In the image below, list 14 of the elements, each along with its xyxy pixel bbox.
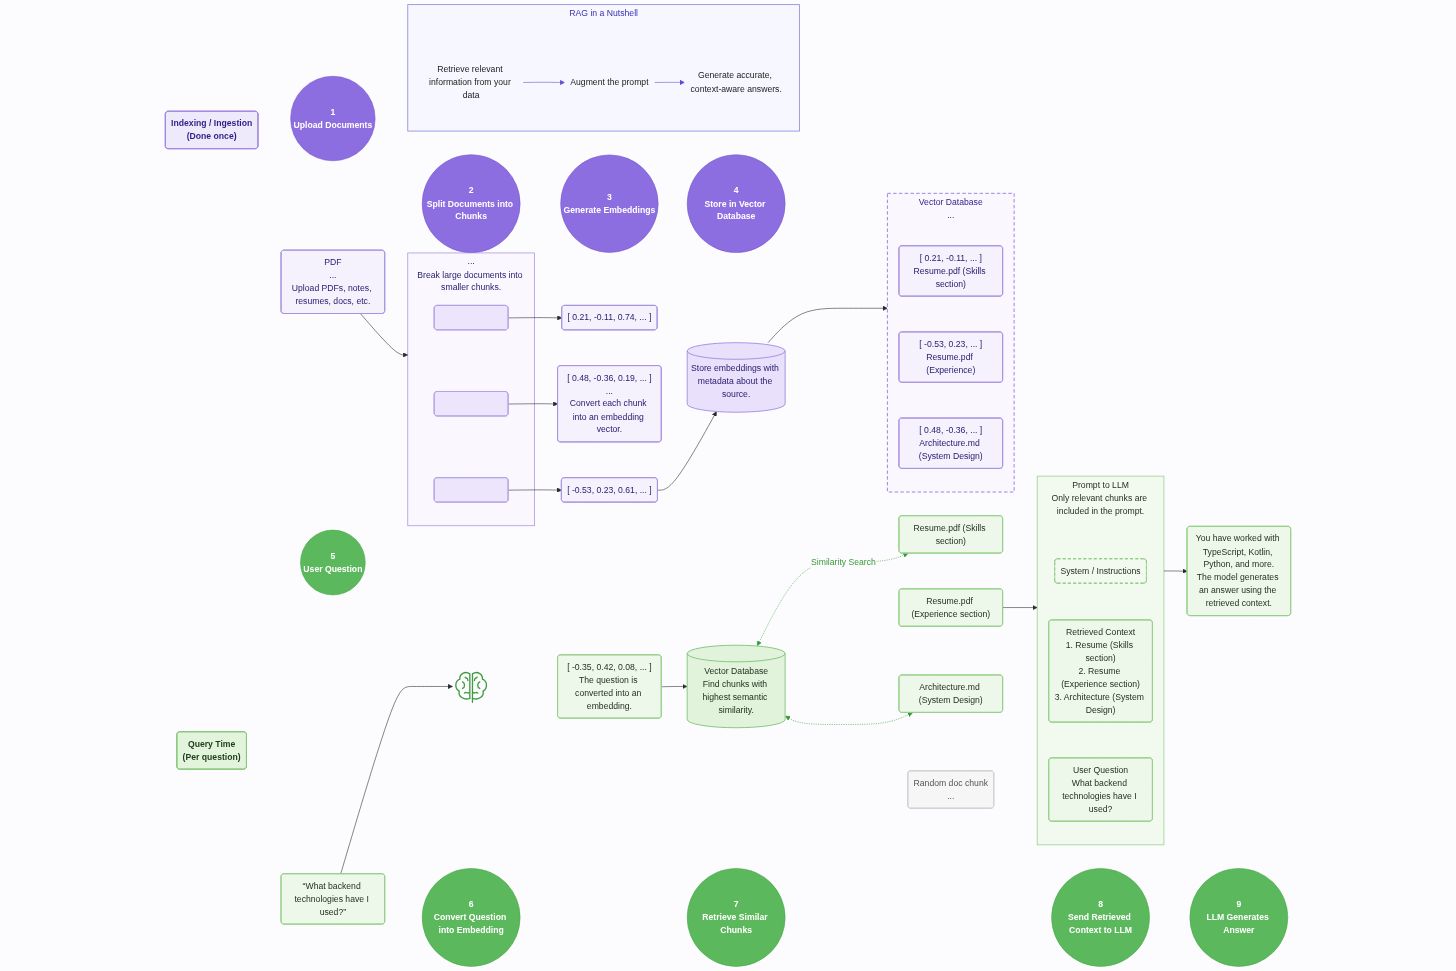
node-circle: 2 Split Documents into Chunks — [421, 154, 521, 253]
node-text: Augment the prompt — [570, 76, 649, 87]
node-circle: 9 LLM Generates Answer — [1189, 868, 1289, 967]
node-circle: 8 Send Retrieved Context to LLM — [1051, 868, 1150, 967]
node-text: Retrieve relevant information from your data — [429, 63, 511, 100]
node-circle: 6 Convert Question into Embedding — [421, 868, 521, 967]
node-text: Generate accurate, context-aware answers. — [690, 70, 782, 94]
node-circle: 7 Retrieve Similar Chunks — [686, 868, 786, 967]
node-circle: 4 Store in Vector Database — [686, 154, 786, 253]
edge-label: Similarity Search — [811, 556, 876, 567]
node-circle: 1 Upload Documents — [290, 76, 376, 162]
node-circle: 5 User Question — [300, 529, 366, 596]
cluster: ... Break large documents into smaller chunks. — [407, 252, 535, 527]
node-circle: 3 Generate Embeddings — [560, 154, 659, 253]
